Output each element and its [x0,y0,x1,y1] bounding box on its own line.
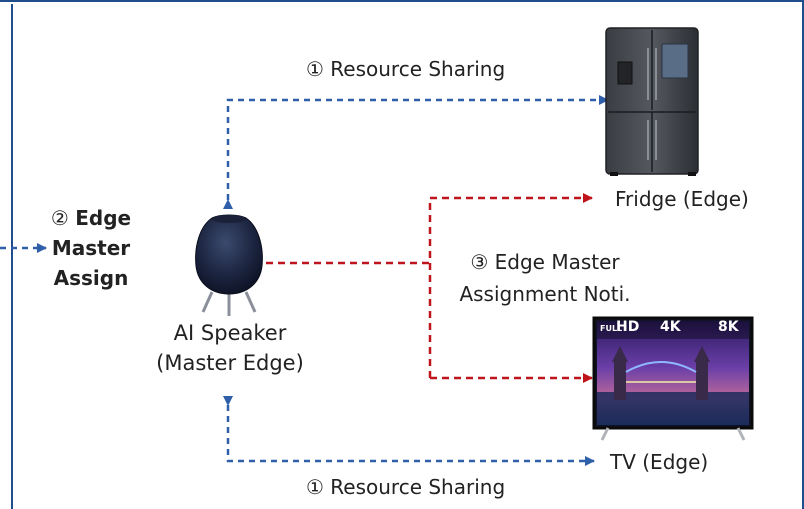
resource-sharing-bottom-arrow [223,396,595,466]
tv-badge-4k: 4K [660,319,681,335]
assignment-noti-line2: Assignment Noti. [459,282,631,306]
speaker-icon [195,214,263,316]
resource-sharing-bottom-label: ① Resource Sharing [306,475,506,499]
speaker-label-line2: (Master Edge) [156,351,304,375]
edge-master-assign-line3: Assign [53,266,129,290]
assignment-noti-label: ③ Edge Master Assignment Noti. [440,246,650,310]
tv-icon [592,316,754,441]
tv-badge-hd: HD [616,319,640,335]
edge-master-assign-word1: Edge [75,206,132,230]
edge-master-assign-label: ② Edge Master Assign [34,203,148,293]
speaker-label-line1: AI Speaker [173,321,287,345]
assignment-noti-line1: ③ Edge Master [470,250,620,274]
assignment-noti-fridge-arrow [428,193,593,378]
tv-badge-full: FULL [600,324,623,333]
tv-label: TV (Edge) [610,450,709,474]
tv-badge-8k: 8K [718,319,739,335]
fridge-icon [605,27,699,176]
resource-sharing-top-label: ① Resource Sharing [306,57,506,81]
fridge-label: Fridge (Edge) [615,187,749,211]
resource-sharing-top-arrow [223,95,609,209]
edge-master-assign-line2: Master [51,236,131,260]
edge-master-assign-line1: ② Edge [34,203,148,233]
speaker-label: AI Speaker (Master Edge) [130,318,330,378]
edge-master-assign-number: ② [50,206,69,230]
